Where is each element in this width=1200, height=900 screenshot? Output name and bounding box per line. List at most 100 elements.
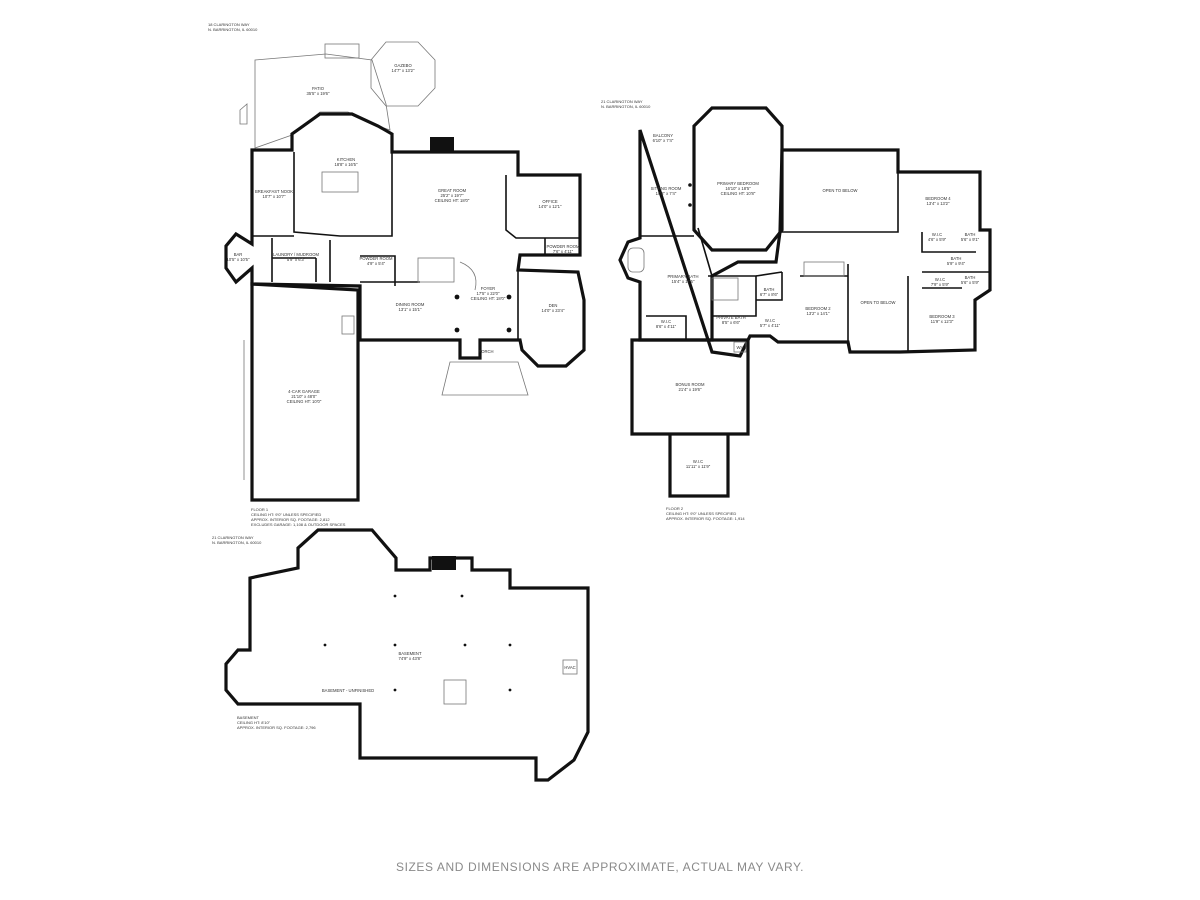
- label-garage-name: 4-CAR GARAGE: [288, 389, 320, 394]
- label-bar-size: 10'5" x 10'5": [227, 257, 250, 262]
- floor2-footer-line2: CEILING HT: 9'0" UNLESS SPECIFIED: [666, 511, 736, 516]
- label-gazebo-name: GAZEBO: [394, 63, 412, 68]
- primary-bath-walls: [640, 227, 757, 317]
- label-primary-bed-size: 16'10" x 18'5": [725, 186, 751, 191]
- basement-address-line2: N. BARRINGTON, IL 60010: [212, 540, 262, 545]
- floor2-plan: 21 CLARINGTON WAY N. BARRINGTON, IL 6001…: [601, 99, 992, 521]
- label-primary-bed-name: PRIMARY BEDROOM: [717, 181, 759, 186]
- label-laundry-size: 5'9" x 6'3": [287, 257, 306, 262]
- label-dining-name: DINING ROOM: [396, 302, 425, 307]
- basement-footer-line2: CEILING HT: 8'10": [237, 720, 271, 725]
- label-balcony-name: BALCONY: [653, 133, 673, 138]
- label-bath-a-name: BATH: [965, 232, 976, 237]
- column-icon: [460, 594, 464, 598]
- garage-cabinet: [341, 315, 355, 335]
- label-bonus-size: 21'4" x 19'6": [679, 387, 702, 392]
- label-basement-name: BASEMENT: [398, 651, 421, 656]
- basement-plan: 21 CLARINGTON WAY N. BARRINGTON, IL 6001…: [212, 528, 590, 782]
- label-bedroom4-name: BEDROOM 4: [925, 196, 951, 201]
- label-private-bath-size: 8'5" x 6'6": [722, 320, 741, 325]
- floor1-footer-line4: EXCLUDES GARAGE: 1,108 & OUTDOOR SPACES: [251, 522, 346, 527]
- label-great-room-name: GREAT ROOM: [438, 188, 467, 193]
- label-patio-name: PATIO: [312, 86, 325, 91]
- gazebo-outline: [370, 41, 436, 107]
- floor1-address-line2: N. BARRINGTON, IL 60010: [208, 27, 258, 32]
- label-great-room-size: 25'2" x 19'7": [441, 193, 464, 198]
- label-sitting-name: SITTING ROOM: [651, 186, 682, 191]
- label-bath-b-name: BATH: [951, 256, 962, 261]
- kitchen-island: [321, 171, 359, 193]
- label-porch-name: PORCH: [478, 349, 493, 354]
- label-great-room-ceiling: CEILING HT: 18'0": [435, 198, 470, 203]
- garage-walls: [250, 282, 360, 502]
- label-wic-a-size: 4'6" x 5'9": [928, 237, 947, 242]
- label-bath-b-size: 5'9" x 9'4": [947, 261, 966, 266]
- primary-bedroom-walls: [692, 106, 784, 252]
- column-icon: [508, 643, 512, 647]
- label-open-below: OPEN TO BELOW: [861, 300, 896, 305]
- hvac-unit-icon: [562, 659, 578, 675]
- label-bedroom3-name: BEDROOM 3: [929, 314, 955, 319]
- water-heater-icon: [733, 341, 747, 353]
- label-dining-size: 13'1" x 15'1": [399, 307, 422, 312]
- curved-stair-icon: [459, 261, 477, 291]
- floor2-footer-line1: FLOOR 2: [666, 506, 684, 511]
- label-bonus-name: BONUS ROOM: [675, 382, 705, 387]
- floor1-plan: 18 CLARINGTON WAY N. BARRINGTON, IL 6001…: [208, 22, 586, 527]
- label-private-bath-name: PRIVATE BATH: [716, 315, 745, 320]
- label-bedroom4-size: 13'4" x 13'2": [927, 201, 950, 206]
- label-bedroom2-name: BEDROOM 2: [805, 306, 831, 311]
- label-wic-e-size: 11'11" x 11'9": [686, 464, 711, 469]
- floor1-address-line1: 18 CLARINGTON WAY: [208, 22, 250, 27]
- stairs-icon: [417, 257, 455, 283]
- column-icon: [506, 327, 512, 333]
- label-office-size: 14'0" x 12'1": [539, 204, 562, 209]
- floor1-exterior-walls: [224, 112, 586, 368]
- label-kitchen-name: KITCHEN: [337, 157, 355, 162]
- label-bath-d-name: BATH: [764, 287, 775, 292]
- label-wic-c-name: W.I.C: [661, 319, 671, 324]
- column-icon: [506, 294, 512, 300]
- label-bath-c-size: 5'6" x 5'9": [961, 280, 980, 285]
- patio-corner: [239, 103, 248, 125]
- basement-address-line1: 21 CLARINGTON WAY: [212, 535, 254, 540]
- label-gazebo-size: 14'7" x 13'2": [392, 68, 415, 73]
- shower-icon: [711, 277, 739, 301]
- label-balcony-size: 6'10" x 7'4": [653, 138, 674, 143]
- column-icon: [688, 203, 692, 207]
- floor1-footer-line1: FLOOR 1: [251, 507, 269, 512]
- bathtub-icon: [627, 247, 645, 273]
- label-foyer-ceiling: CEILING HT: 18'0": [471, 296, 506, 301]
- label-bar-name: BAR: [234, 252, 243, 257]
- fireplace-icon: [430, 137, 454, 151]
- label-laundry-name: LAUNDRY / MUDROOM: [273, 252, 319, 257]
- upper-right-walls: [782, 172, 990, 289]
- floor1-footer-line3: APPROX. INTERIOR SQ. FOOTAGE: 2,812: [251, 517, 330, 522]
- floor2-address-line1: 21 CLARINGTON WAY: [601, 99, 643, 104]
- label-wic-c-size: 8'6" x 4'11": [656, 324, 677, 329]
- floor2-footer-line3: APPROX. INTERIOR SQ. FOOTAGE: 1,914: [666, 516, 745, 521]
- label-garage-size: 21'10" x 48'0": [291, 394, 317, 399]
- label-wic-d-name: W.I.C: [765, 318, 775, 323]
- label-kitchen-size: 18'8" x 16'5": [335, 162, 358, 167]
- column-icon: [463, 643, 467, 647]
- label-foyer-name: FOYER: [481, 286, 495, 291]
- label-bath-d-size: 6'7" x 8'6": [760, 292, 779, 297]
- label-basement-unfinished: BASEMENT - UNFINISHED: [322, 688, 374, 693]
- basement-stairs-icon: [443, 679, 467, 705]
- label-primary-bed-ceiling: CEILING HT: 10'8": [721, 191, 756, 196]
- column-icon: [454, 294, 460, 300]
- label-wic-b-size: 7'9" x 5'9": [931, 282, 950, 287]
- label-bath-a-size: 5'6" x 9'1": [961, 237, 980, 242]
- patio-step: [324, 43, 360, 59]
- label-primary-bath-name: PRIMARY BATH: [668, 274, 699, 279]
- basement-fireplace-icon: [432, 556, 456, 570]
- label-office-name: OFFICE: [542, 199, 558, 204]
- label-bath-c-name: BATH: [965, 275, 976, 280]
- label-garage-ceiling: CEILING HT: 10'0": [287, 399, 322, 404]
- label-foyer-size: 17'5" x 22'0": [477, 291, 500, 296]
- disclaimer-text: SIZES AND DIMENSIONS ARE APPROXIMATE, AC…: [395, 860, 805, 874]
- floor1-footer-line2: CEILING HT: 9'0" UNLESS SPECIFIED: [251, 512, 321, 517]
- column-icon: [393, 688, 397, 692]
